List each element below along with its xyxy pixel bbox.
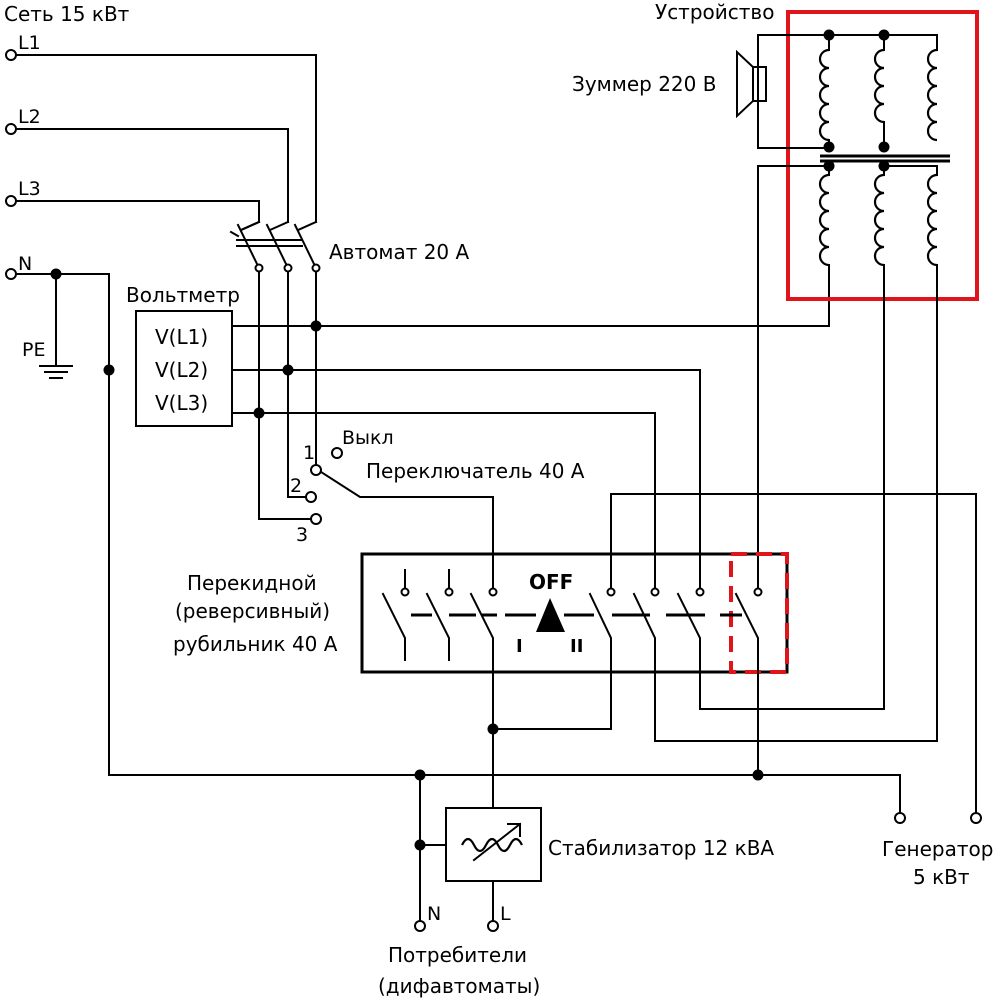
consumers-output: N L Потребители (дифавтоматы)	[378, 903, 540, 998]
stabilizer-label: Стабилизатор 12 кВА	[548, 836, 774, 860]
buzzer: Зуммер 220 В	[572, 49, 767, 119]
stabilizer: Стабилизатор 12 кВА	[414, 774, 774, 921]
mains-input: Сеть 15 кВт L1 L2 L3 N	[4, 2, 901, 813]
selector-pos1-label: 1	[303, 442, 315, 464]
l3-terminal[interactable]	[5, 195, 17, 207]
generator-input: Генератор 5 кВт	[882, 812, 993, 889]
generator-label-1: Генератор	[882, 837, 993, 861]
generator-l-terminal[interactable]	[970, 812, 982, 824]
voltmeter-l2-label: V(L2)	[155, 358, 208, 382]
consumers-label-1: Потребители	[388, 943, 527, 967]
consumer-l-terminal[interactable]	[487, 920, 499, 932]
pe-ground: PE	[22, 273, 73, 379]
voltmeter: Вольтметр V(L1) V(L2) V(L3)	[103, 280, 830, 557]
l1-terminal[interactable]	[5, 49, 17, 61]
voltmeter-l1-label: V(L1)	[155, 325, 208, 349]
grid-label: Сеть 15 кВт	[4, 2, 130, 26]
breaker-label: Автомат 20 А	[329, 240, 470, 264]
l3-label: L3	[18, 178, 41, 200]
l2-label: L2	[18, 106, 41, 128]
pe-label: PE	[22, 339, 45, 361]
selector-pos3-label: 3	[296, 524, 308, 546]
voltmeter-l3-label: V(L3)	[155, 391, 208, 415]
changeover-label-1: Перекидной	[187, 571, 317, 595]
selector-label: Переключатель 40 А	[366, 459, 585, 483]
l2-terminal[interactable]	[5, 123, 17, 135]
consumer-n-terminal[interactable]	[414, 920, 426, 932]
changeover-switch[interactable]: Перекидной (реверсивный) рубильник 40 А …	[173, 552, 789, 674]
device-transformer: Устройство	[654, 0, 979, 742]
changeover-label-2: (реверсивный)	[175, 599, 330, 623]
buzzer-label: Зуммер 220 В	[572, 72, 716, 96]
selector-switch[interactable]: Выкл 1 2 3 Переключатель 40 А	[290, 427, 585, 557]
changeover-label-3: рубильник 40 А	[173, 632, 338, 656]
generator-label-2: 5 кВт	[913, 865, 970, 889]
n-label: N	[18, 253, 32, 275]
changeover-handle-icon[interactable]	[536, 598, 565, 632]
consumer-l-label: L	[500, 903, 511, 925]
voltmeter-label: Вольтметр	[126, 283, 240, 307]
device-label: Устройство	[655, 0, 774, 24]
n-terminal[interactable]	[5, 268, 17, 280]
selector-off-terminal[interactable]	[331, 447, 343, 459]
generator-n-terminal[interactable]	[894, 812, 906, 824]
consumer-n-label: N	[427, 903, 441, 925]
selector-pos2-label: 2	[290, 475, 302, 497]
changeover-pos2-label: II	[570, 636, 583, 657]
consumers-label-2: (дифавтоматы)	[378, 974, 540, 998]
l1-label: L1	[18, 32, 41, 54]
changeover-state-label: OFF	[529, 570, 573, 594]
circuit-breaker[interactable]: Автомат 20 А	[229, 220, 470, 520]
changeover-pos1-label: I	[516, 636, 523, 657]
selector-off-label: Выкл	[342, 427, 394, 449]
